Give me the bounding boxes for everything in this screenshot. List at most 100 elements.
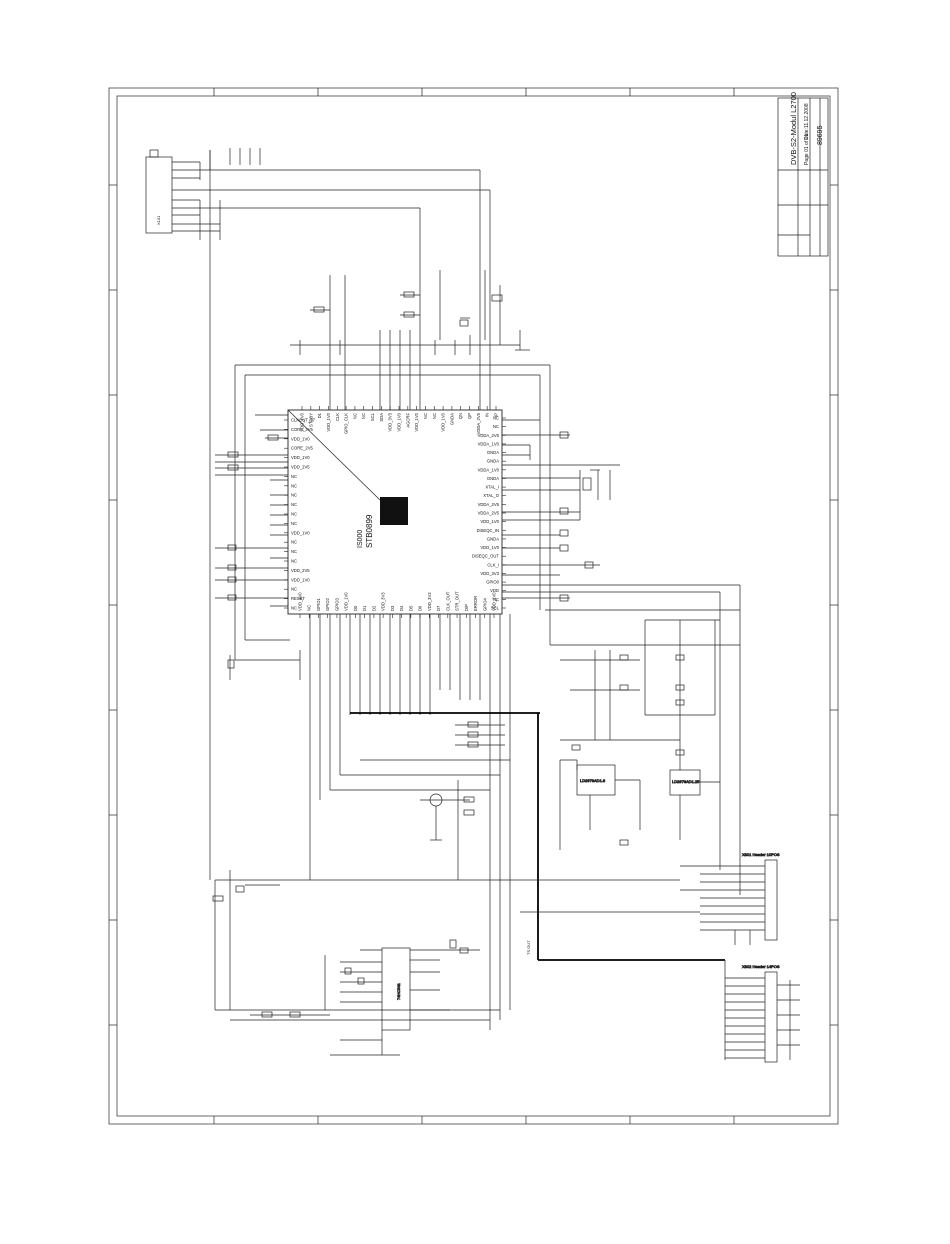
pin-label: D2 [371, 605, 376, 611]
pin-label: NC [291, 587, 297, 592]
ts-out-label: TS OUT [526, 940, 531, 955]
header-a-body [764, 859, 778, 941]
pin-label: GNDA [449, 413, 454, 425]
pin-label: AGCRF [405, 413, 410, 428]
pin-label: VDDA_2V5 [478, 433, 500, 438]
pin-label: SCL [370, 412, 375, 421]
power-rails [234, 364, 551, 661]
pin-label: NC [291, 474, 297, 479]
pin-label: GNDA [487, 459, 499, 464]
pin-label: GPIO4 [482, 598, 487, 611]
header-b-body [764, 971, 778, 1063]
chip-body [380, 497, 408, 525]
connector-label: X101 [156, 215, 161, 225]
pin-label: VDDA_2V5 [478, 511, 500, 516]
date-label: Date:11.12.2008 [804, 103, 810, 140]
inner-frame [116, 95, 831, 1117]
page-label: Page 01 of 01 [804, 134, 810, 165]
pin-label: VDD_1V0 [492, 592, 497, 611]
pin-label: GPIO_CLK [344, 413, 349, 434]
pin-label: NC [291, 502, 297, 507]
header-connector-b: X802 Header 14POS [724, 960, 800, 1063]
pin-label: STR_OUT [455, 591, 460, 611]
pin-label: VDDA_2V5 [476, 412, 481, 434]
outer-frame [108, 87, 839, 1125]
top-bias-network [290, 270, 530, 410]
pin-label: D6 [418, 605, 423, 611]
header-a-label: X801 Header 10POS [742, 852, 780, 857]
pin-label: GPIO2 [325, 598, 330, 611]
buffer-ic-label: 74HC541 [396, 982, 401, 1000]
pin-label: NC [361, 413, 366, 419]
title-block: DVB-S2-Modul L2700 Page 01 of 01 Date:11… [777, 92, 829, 257]
chip-ref: IS000 [357, 530, 364, 548]
pin-label: VDD_3V3 [480, 571, 499, 576]
pin-label: NC [423, 413, 428, 419]
pin-label: IN [485, 413, 490, 417]
pin-label: D1 [362, 605, 367, 611]
pin-label: GPIO0 [486, 580, 499, 585]
left-column [209, 150, 235, 880]
pins-left: CLKOUT_27CORE_2V5VDD_1V0CORE_2V5VDD_1V0V… [284, 418, 316, 611]
pin-label: VDD_1V0 [414, 412, 419, 431]
pin-label: QN [458, 413, 463, 419]
pin-label: VDD_1V0 [326, 412, 331, 431]
pin-label: CLK_I [487, 562, 499, 567]
pin-label: NC [291, 606, 297, 611]
pin-label: NC [291, 483, 297, 488]
power-section: LD2979AD1.8 LD2979AD1.25 [545, 585, 741, 895]
pin-label: VDD_1V0 [291, 530, 310, 535]
pin-label: VDD_1V0 [298, 592, 303, 611]
pin-label: NC [291, 512, 297, 517]
pin-label: VDD_1V0 [344, 592, 349, 611]
pin-label: XTAL_O [483, 493, 499, 498]
pin-label: RESET [291, 596, 305, 601]
pin-label: D7 [436, 605, 441, 611]
pins-right: NCNCVDDA_2V5VDDA_1V0GNDAGNDAVDDA_1V0GNDA… [472, 416, 506, 611]
pin-label: GNDA [487, 536, 499, 541]
main-ic: STB0899 IS000 CLKOUT_27CORE_2V5VDD_1V0CO… [284, 406, 506, 618]
pin-label: NC [291, 549, 297, 554]
pin-label: NC [291, 540, 297, 545]
left-pin-network [215, 414, 288, 607]
pin-label: GNDA [487, 476, 499, 481]
pin-label: GNDA [487, 450, 499, 455]
pin-label: D3 [390, 605, 395, 611]
pin-label: STDBY [308, 413, 313, 427]
project-title: DVB-S2-Modul L2700 [789, 92, 798, 165]
pin-label: VDD_1V0 [480, 545, 499, 550]
pin-label: CORE_2V5 [291, 446, 314, 451]
pin-label: ERROR [473, 596, 478, 611]
pin-label: NC [493, 597, 499, 602]
buffer-ic: 74HC541 [250, 939, 480, 1056]
input-connector: X101 [145, 148, 491, 410]
regulator-right-body [669, 769, 701, 796]
pin-label: D4 [399, 605, 404, 611]
header-b-label: X802 Header 14POS [742, 964, 780, 969]
pin-label: VDD_1V0 [300, 412, 305, 431]
chip-name: STB0899 [365, 514, 374, 548]
header-connector-a: X801 Header 10POS [520, 852, 780, 945]
pin-label: DiSEQC_IN [477, 528, 499, 533]
pin-label: QP [467, 413, 472, 419]
pin-label: VDDA_2V5 [478, 502, 500, 507]
pin-label: D0 [353, 605, 358, 611]
pin-label: VDD_1V0 [291, 577, 310, 582]
pin-label: VDDA_1V0 [478, 441, 500, 446]
pin-label: D5 [408, 605, 413, 611]
pin-label: CLKOUT_27 [291, 418, 316, 423]
pin-label: NC [493, 424, 499, 429]
regulator-right-label: LD2979AD1.25 [672, 779, 700, 784]
pin-label: VDD_3V3 [388, 412, 393, 431]
pin-label: IP [494, 413, 499, 417]
pin-label: CLK_OUT [445, 591, 450, 611]
pin-label: VDD_2V5 [291, 465, 310, 470]
pin-label: VDD_1V0 [397, 412, 402, 431]
drawing-number: 89695 [817, 125, 824, 145]
zone-ticks [109, 88, 838, 1124]
regulator-left-label: LD2979AD1.8 [580, 778, 606, 783]
pin-label: VDD_1V0 [441, 412, 446, 431]
pin-label: VDD_3V3 [427, 592, 432, 611]
